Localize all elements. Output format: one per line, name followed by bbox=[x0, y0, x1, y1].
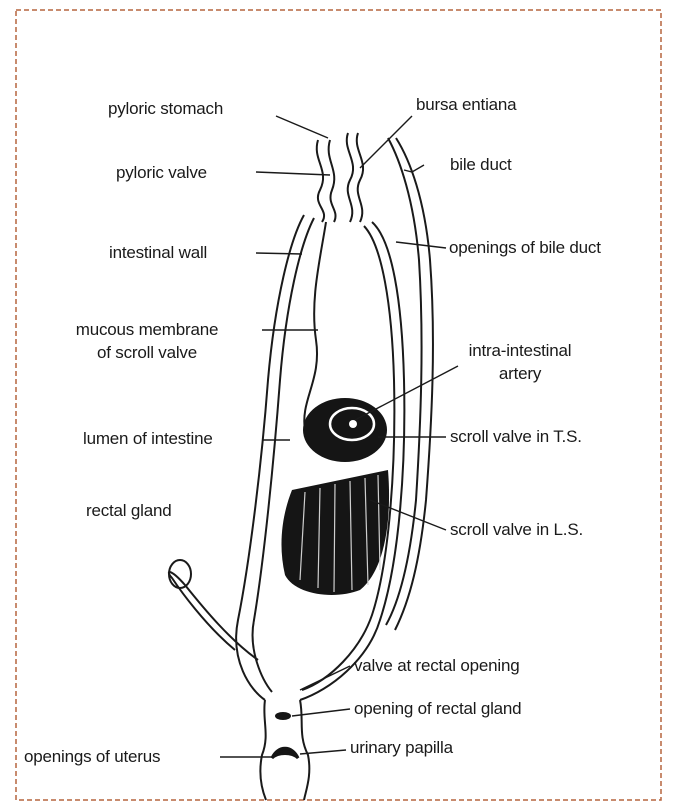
label-scroll-valve-ts: scroll valve in T.S. bbox=[450, 427, 582, 447]
label-bursa-entiana: bursa entiana bbox=[416, 95, 516, 115]
label-intra-line1: intra-intestinal bbox=[440, 341, 600, 361]
label-rectal-gland: rectal gland bbox=[86, 501, 172, 521]
label-bile-duct: bile duct bbox=[450, 155, 512, 175]
label-opening-of-rectal-gland: opening of rectal gland bbox=[354, 699, 521, 719]
label-intestinal-wall: intestinal wall bbox=[109, 243, 207, 263]
scroll-valve-ls bbox=[281, 470, 389, 595]
label-scroll-valve-ls: scroll valve in L.S. bbox=[450, 520, 583, 540]
artery-dot bbox=[349, 420, 357, 428]
label-pyloric-stomach: pyloric stomach bbox=[108, 99, 223, 119]
bile-duct-outer bbox=[395, 138, 433, 630]
label-openings-of-bile-duct: openings of bile duct bbox=[449, 238, 601, 258]
leader-pyloric-stomach bbox=[276, 116, 328, 138]
label-intra-line2: artery bbox=[440, 364, 600, 384]
label-intra-intestinal-artery: intra-intestinal artery bbox=[440, 341, 600, 384]
label-openings-of-uterus: openings of uterus bbox=[24, 747, 160, 767]
label-mucous-line1: mucous membrane bbox=[40, 320, 254, 340]
label-mucous-line2: of scroll valve bbox=[40, 343, 254, 363]
label-valve-at-rectal-opening: valve at rectal opening bbox=[354, 656, 520, 676]
leader-intestinal-wall bbox=[256, 253, 302, 254]
label-urinary-papilla: urinary papilla bbox=[350, 738, 453, 758]
label-pyloric-valve: pyloric valve bbox=[116, 163, 207, 183]
leader-valve-rectal bbox=[300, 666, 350, 690]
leader-bile-duct bbox=[404, 165, 424, 172]
bursa-tube bbox=[347, 133, 353, 222]
scroll-membrane bbox=[304, 222, 326, 430]
intestinal-wall-left bbox=[236, 215, 304, 700]
rectum-left bbox=[260, 700, 266, 800]
urinary-papilla-mark bbox=[272, 748, 298, 758]
pyloric-stomach-tube bbox=[317, 140, 324, 222]
scroll-valve-ts bbox=[303, 398, 387, 462]
leader-bursa bbox=[360, 116, 412, 168]
label-lumen-of-intestine: lumen of intestine bbox=[83, 429, 213, 449]
pyloric-stomach-tube-inner bbox=[329, 140, 336, 222]
label-mucous-membrane: mucous membrane of scroll valve bbox=[40, 320, 254, 363]
bursa-tube-inner bbox=[357, 133, 363, 222]
leader-pyloric-valve bbox=[256, 172, 330, 175]
rectal-gland-opening bbox=[275, 712, 291, 720]
leader-openings-bile bbox=[396, 242, 446, 248]
